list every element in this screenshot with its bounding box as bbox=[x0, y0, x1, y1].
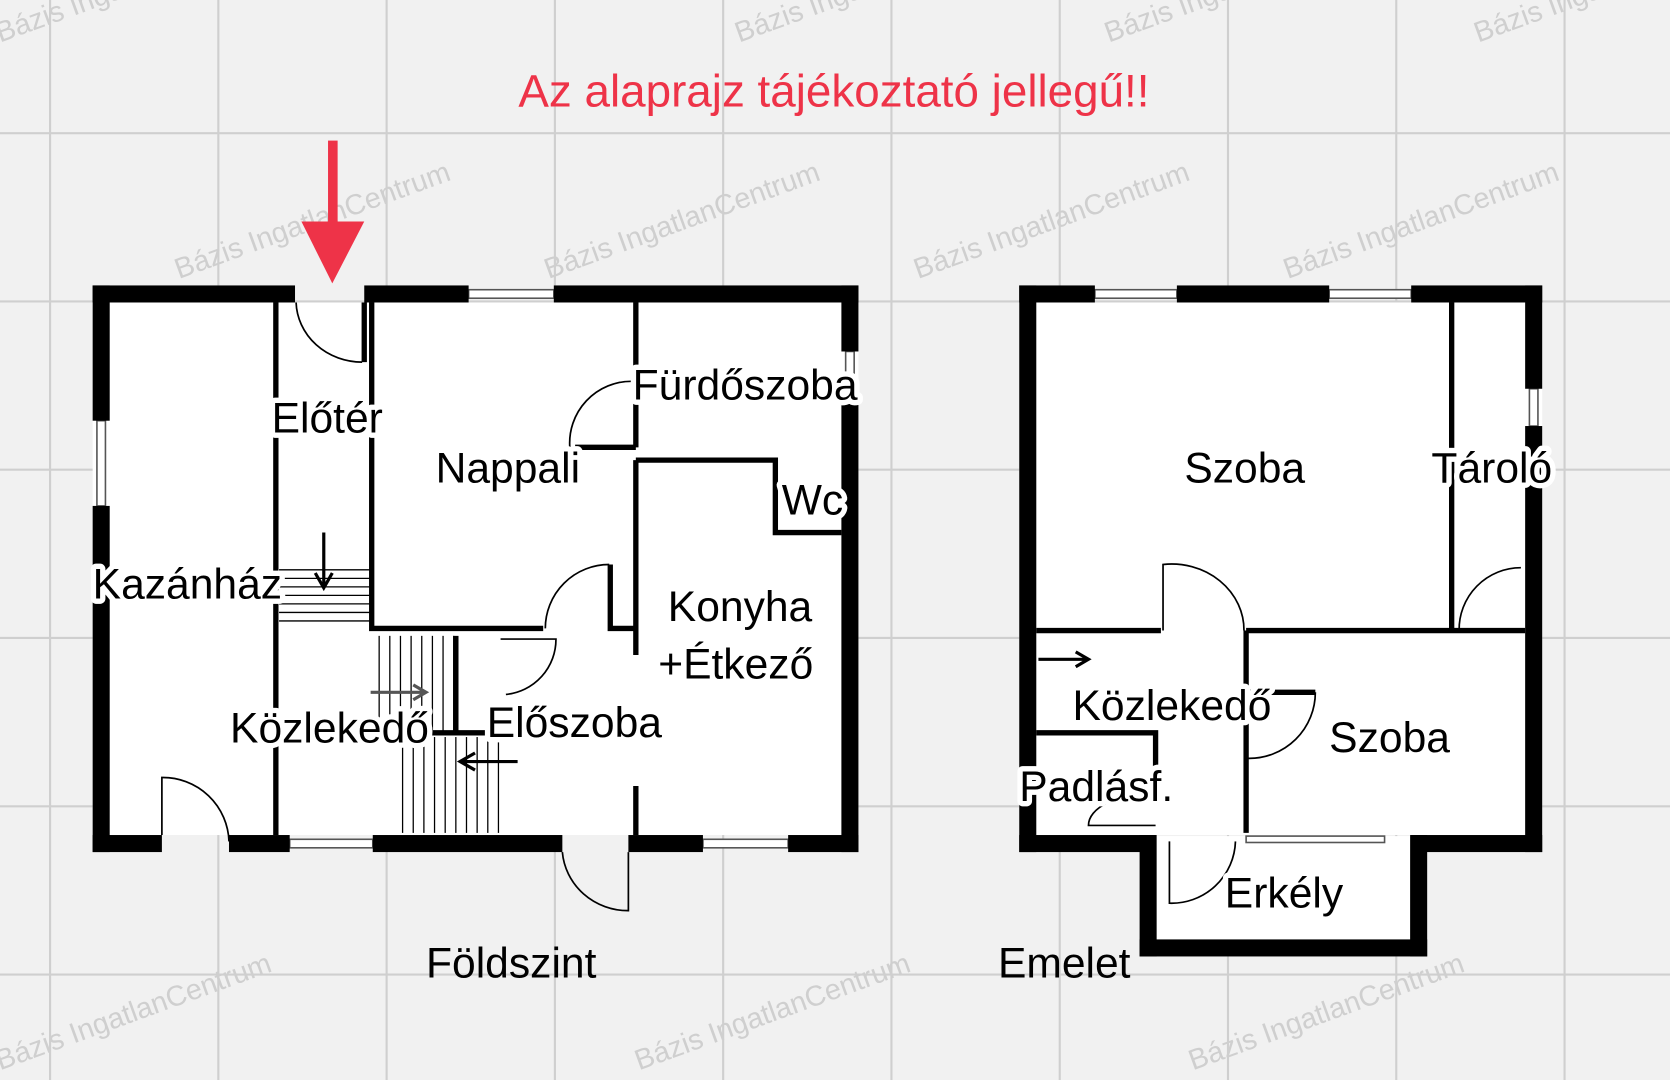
room-label-furdoszoba: Fürdőszoba bbox=[633, 361, 858, 409]
upper-floor-plan: Szoba Tároló Közlekedő Szoba Padlásf. Er… bbox=[998, 285, 1557, 988]
room-label-tarolo: Tároló bbox=[1431, 444, 1552, 492]
floor-label-emelet: Emelet bbox=[998, 940, 1131, 988]
disclaimer-title: Az alaprajz tájékoztató jellegű!! bbox=[518, 66, 1149, 117]
interior-walls bbox=[273, 302, 842, 836]
room-label-eloszoba: Előszoba bbox=[487, 699, 663, 747]
room-label-kazanhaz: Kazánház bbox=[93, 561, 282, 609]
stair-arrow-icons bbox=[1038, 650, 1092, 669]
entrance-arrow-icon bbox=[301, 140, 365, 284]
room-label-eloter: Előtér bbox=[272, 394, 383, 442]
doors bbox=[161, 302, 632, 912]
room-label-kozlekedo: Közlekedő bbox=[230, 704, 429, 752]
interior-walls bbox=[1036, 302, 1526, 833]
room-label-konyha: Konyha bbox=[668, 583, 813, 631]
stair-arrow-icons bbox=[313, 532, 518, 772]
ground-floor-plan: Előtér Kazánház Nappali Fürdőszoba Wc Ko… bbox=[87, 285, 1149, 988]
room-label-kozlekedo-upper: Közlekedő bbox=[1073, 682, 1272, 730]
floor-label-foldszint: Földszint bbox=[426, 940, 597, 988]
room-label-nappali: Nappali bbox=[436, 444, 580, 492]
outer-walls bbox=[92, 285, 859, 853]
room-label-szoba-2: Szoba bbox=[1329, 714, 1450, 762]
room-label-etkezo: +Étkező bbox=[658, 640, 813, 688]
doors bbox=[1087, 563, 1521, 905]
room-label-wc: Wc bbox=[782, 476, 843, 524]
room-label-erkely: Erkély bbox=[1225, 869, 1344, 917]
room-label-padlasfeljaro: Padlásf. bbox=[1019, 763, 1173, 811]
room-label-szoba-1: Szoba bbox=[1184, 444, 1305, 492]
outer-walls bbox=[1019, 285, 1543, 957]
